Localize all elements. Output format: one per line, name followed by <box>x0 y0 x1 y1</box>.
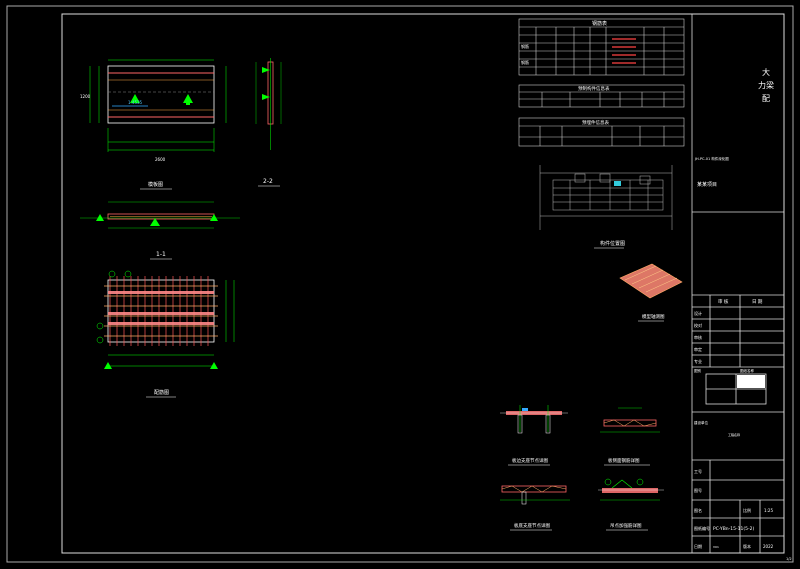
plan-view-title: 模板图 <box>148 181 163 188</box>
embedded-table <box>518 117 685 147</box>
section-2-2-title: 2-2 <box>263 178 273 185</box>
rebar-table <box>518 18 685 76</box>
tb-drawing-label: 图纸名称 <box>740 368 754 373</box>
tb-row-5: 专业 <box>694 358 702 364</box>
tb-scale-label: 比例 <box>743 507 751 513</box>
tb-top-1: 审 核 <box>718 298 729 305</box>
rebar-row-2: 钢筋 <box>521 59 529 65</box>
detail-2: 板侧面钢筋详图 <box>600 407 660 466</box>
component-table-title: 预制构件信息表 <box>578 85 610 92</box>
detail-4: 吊点加强筋详图 <box>598 478 664 531</box>
tb-date-label: 日期 <box>694 543 702 549</box>
title-block <box>691 14 784 553</box>
rebar-row-1: 钢筋 <box>521 43 529 49</box>
rebar-plan-view: 配筋图 <box>96 270 235 398</box>
rebar-table-marks <box>612 38 636 64</box>
tb-project-label: 工程名称 <box>728 432 740 437</box>
plan-dim-side: 1200 <box>80 94 91 99</box>
plan-view: 1:4535 2600 1200 模板图 <box>80 59 227 190</box>
project-name: 某某项目 <box>697 182 717 188</box>
rebar-plan-title: 配筋图 <box>154 389 169 396</box>
location-plan-title: 构件位置图 <box>600 240 625 247</box>
tb-row-3: 审核 <box>694 334 702 340</box>
tb-number-label: 图纸编号 <box>694 525 710 531</box>
company-line-1: 大 <box>762 67 770 77</box>
company-line-2: 力梁 <box>758 80 774 90</box>
iso-title: 模型轴测图 <box>642 313 665 320</box>
location-plan <box>539 165 673 230</box>
legend-fill-box <box>737 375 765 388</box>
company-line-3: 配 <box>762 94 770 103</box>
detail-2-title: 板侧面钢筋详图 <box>608 457 640 464</box>
tb-owner-label: 建设单位 <box>694 420 708 425</box>
tb-scale-value: 1:25 <box>764 508 773 513</box>
tb-date-value: 2022 <box>763 544 774 549</box>
detail-1: 板边支座节点详图 <box>500 405 568 466</box>
tb-sheet-label: 图别 <box>694 368 702 373</box>
tb-row-4: 审定 <box>694 346 702 352</box>
iso-view: 模型轴测图 <box>619 263 683 322</box>
section-2-2: 2-2 <box>255 58 282 187</box>
plan-dim-total: 2600 <box>155 157 166 162</box>
highlight-component <box>614 181 621 186</box>
tb-top-2: 日 期 <box>752 299 763 305</box>
section-1-1: 1-1 <box>80 201 240 260</box>
lifting-point-icon <box>183 94 193 103</box>
detail-1-title: 板边支座节点详图 <box>512 457 548 464</box>
small-note: JH-PC-01 构件深化图 <box>694 156 729 161</box>
tb-version-value: V01 <box>713 545 719 549</box>
tb-version-label: 版本 <box>743 543 751 549</box>
section-1-1-title: 1-1 <box>156 251 166 258</box>
sheet-inner-border <box>61 13 785 554</box>
tb-drawing-name-label: 图名 <box>694 507 702 513</box>
tb-row-7: 图号 <box>694 487 702 493</box>
elevation-tag: 1:4535 <box>128 100 143 105</box>
lifting-point-icon <box>130 94 140 103</box>
component-table <box>518 84 685 108</box>
page-number: 1/2 <box>786 557 792 561</box>
detail-3-title: 板底支座节点详图 <box>514 522 550 529</box>
rebar-table-title: 钢筋表 <box>592 20 607 27</box>
tb-row-6: 工号 <box>694 468 702 474</box>
tb-number-value: PC-YBn-15-11(5-2) <box>713 526 754 532</box>
detail-4-title: 吊点加强筋详图 <box>610 522 642 529</box>
tb-row-2: 校对 <box>694 322 702 328</box>
sheet-outer-border <box>6 5 794 563</box>
embedded-table-title: 预埋件信息表 <box>582 119 609 126</box>
detail-3: 板底支座节点详图 <box>500 485 570 531</box>
tb-row-1: 设计 <box>694 310 702 316</box>
